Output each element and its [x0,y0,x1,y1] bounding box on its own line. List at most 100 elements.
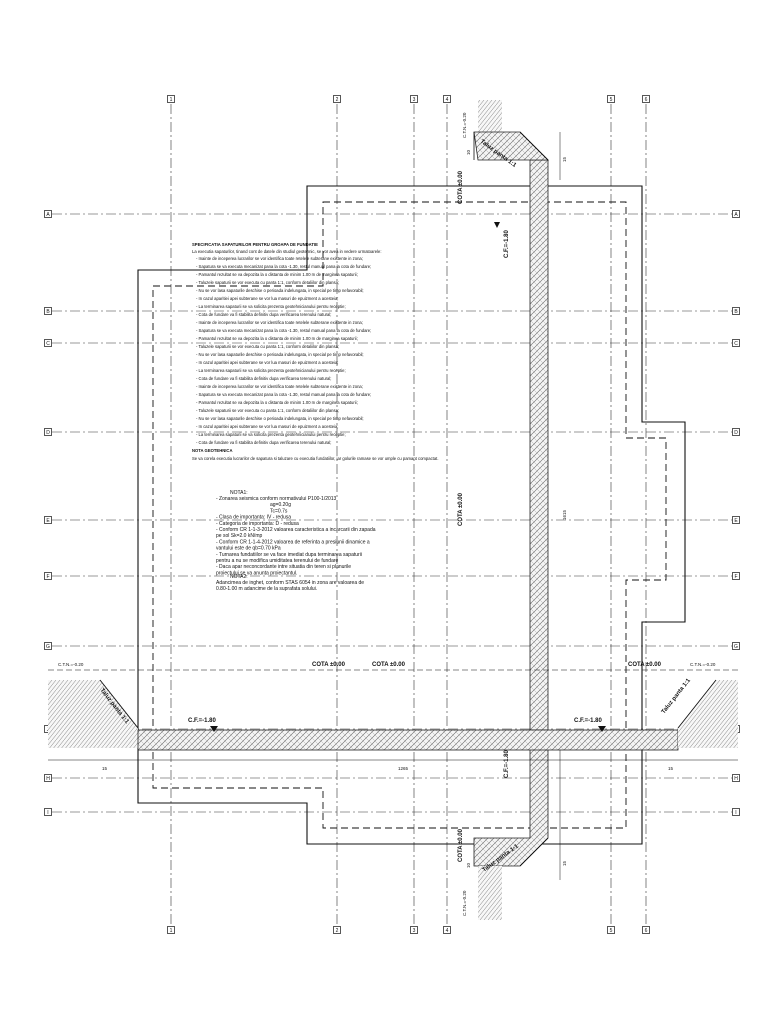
cf-label-left: C.F.=-1.80 [188,718,217,724]
axis-tag-label: 4 [446,928,449,934]
axis-tag-label: 6 [645,97,648,103]
spec-closing: Se va corela executia lucrarilor de sapa… [192,456,439,461]
axis-tag-label: F [46,574,49,580]
dim-top: 15 [562,156,567,162]
axis-tag-right: I [732,808,740,816]
spec-line: - Cota de fundare va fi stabilita defini… [196,376,331,381]
axis-tag-label: 1 [170,97,173,103]
axis-tag-label: 4 [446,97,449,103]
ctn-label-vert-bottom: C.T.N.=-0.20 [462,890,467,916]
cf-label-vert-bottom: C.F.=-1.80 [504,749,510,778]
spec-line: - In cazul aparitiei apei subterane se v… [196,296,338,301]
dim-horizontal: 1265 [398,766,409,771]
spec-line: - Inainte de inceperea lucrarilor se vor… [196,256,363,261]
axis-tag-label: G [46,644,50,650]
cf-label-right: C.F.=-1.80 [574,718,603,724]
axis-tag-top: 5 [607,95,615,103]
spec-line: - La terminarea sapaturii se va solicita… [196,368,346,373]
spec-line: - In cazul aparitiei apei subterane se v… [196,360,338,365]
dim-left: 15 [102,766,108,771]
axis-tag-top: 2 [333,95,341,103]
spec-line: - Pamantul rezultat se va depozita la o … [196,336,358,341]
cota-label-left: COTA ±0.00 [312,662,346,668]
spec-line: - Sapatura se va executa mecanizat pana … [196,392,371,397]
dim-right: 15 [668,766,674,771]
note-line: - Categoria de importanta: D - redusa [216,521,299,527]
cota-label-vert-top: COTA ±0.00 [458,170,464,204]
axis-tag-bottom: 3 [410,926,418,934]
axis-tag-label: H [46,776,50,782]
spec-line: - Taluzele sapaturii se vor executa cu p… [196,408,339,413]
axis-tag-left: G [44,642,52,650]
axis-tags: 112233445566AABBCCDDEEFFGGHHIIJJ [44,95,740,934]
axis-tag-label: D [734,430,738,436]
note-line: - Zonarea seismica conform normativului … [216,496,337,502]
axis-tag-label: F [734,574,737,580]
axis-tag-left: B [44,307,52,315]
axis-tag-label: 1 [170,928,173,934]
note-line: - Conform CR 1-1-3-2012 valoarea caracte… [216,527,376,533]
note-line: proiectului se va anunta proiectantul. [216,570,297,576]
axis-tag-right: A [732,210,740,218]
ctn-label-right: C.T.N.=-0.20 [690,662,716,667]
spec-line: - Taluzele sapaturii se vor executa cu p… [196,344,339,349]
spec-line: - Nu se vor lasa sapaturile deschise o p… [196,416,364,421]
axis-tag-top: 6 [642,95,650,103]
note-line: pe sol Sk=2.0 kN/mp [216,533,262,539]
axis-tag-label: E [46,518,50,524]
axis-tag-right: B [732,307,740,315]
spec-line: - Cota de fundare va fi stabilita defini… [196,440,331,445]
spec-line: - Inainte de inceperea lucrarilor se vor… [196,320,363,325]
section-vertical [473,100,561,920]
nota1-title: NOTA1: [230,490,248,496]
ctn-label-vert-top: C.T.N.=-0.20 [462,112,467,138]
axis-tag-label: 2 [336,97,339,103]
axis-tag-label: A [46,212,50,218]
spec-section-title: NOTA GEOTEHNICA [192,448,232,453]
note-line: ag=0.20g [270,502,291,508]
note-line: pentru a nu se modifica umiditatea teren… [216,558,339,564]
section-horizontal [48,222,738,761]
note-line: Tc=0.7s [270,508,288,514]
axis-tag-bottom: 4 [443,926,451,934]
axis-tag-top: 1 [167,95,175,103]
axis-tag-left: A [44,210,52,218]
axis-tag-label: I [47,810,48,816]
axis-grid [52,104,732,926]
spec-line: - Pamantul rezultat se va depozita la o … [196,400,358,405]
axis-tag-bottom: 5 [607,926,615,934]
foundation-outline [152,201,667,829]
note-line: - Clasa de importanta: IV - redusa [216,515,291,521]
ctn-label-left: C.T.N.=-0.20 [58,662,84,667]
spec-line: - Taluzele sapaturii se vor executa cu p… [196,280,339,285]
spec-line: - In cazul aparitiei apei subterane se v… [196,424,338,429]
axis-tag-left: I [44,808,52,816]
cota-label-center: COTA ±0.00 [372,662,406,668]
spec-line: - La terminarea sapaturii se va solicita… [196,304,346,309]
annotations: COTA ±0.00 COTA ±0.00 COTA ±0.00 C.T.N.=… [58,112,716,916]
spec-line: - Sapatura se va executa mecanizat pana … [196,264,371,269]
axis-tag-right: C [732,339,740,347]
axis-tag-label: 5 [610,928,613,934]
dim-taluz-bottom: 10 [466,862,471,868]
note-line: - Daca apar neconcordante intre situatia… [216,564,351,570]
note-line: - Conform CR 1-1-4-2012 valoarea de refe… [216,539,370,545]
axis-tag-label: 3 [413,97,416,103]
axis-tag-label: A [734,212,738,218]
axis-tag-top: 3 [410,95,418,103]
dim-vertical: 1615 [562,509,567,520]
cf-label-vert-top: C.F.=-1.80 [504,229,510,258]
spec-line: - Nu se vor lasa sapaturile deschise o p… [196,352,364,357]
axis-tag-label: D [46,430,50,436]
spec-line: - Sapatura se va executa mecanizat pana … [196,328,371,333]
axis-tag-left: C [44,339,52,347]
spec-title: SPECIFICATIA SAPATURILOR PENTRU GROAPA D… [192,242,318,247]
axis-tag-bottom: 2 [333,926,341,934]
nota2-title: NOTA2: [230,574,248,580]
axis-tag-right: G [732,642,740,650]
spec-line: - Pamantul rezultat se va depozita la o … [196,272,358,277]
axis-tag-label: 5 [610,97,613,103]
axis-tag-right: D [732,428,740,436]
axis-tag-right: H [732,774,740,782]
